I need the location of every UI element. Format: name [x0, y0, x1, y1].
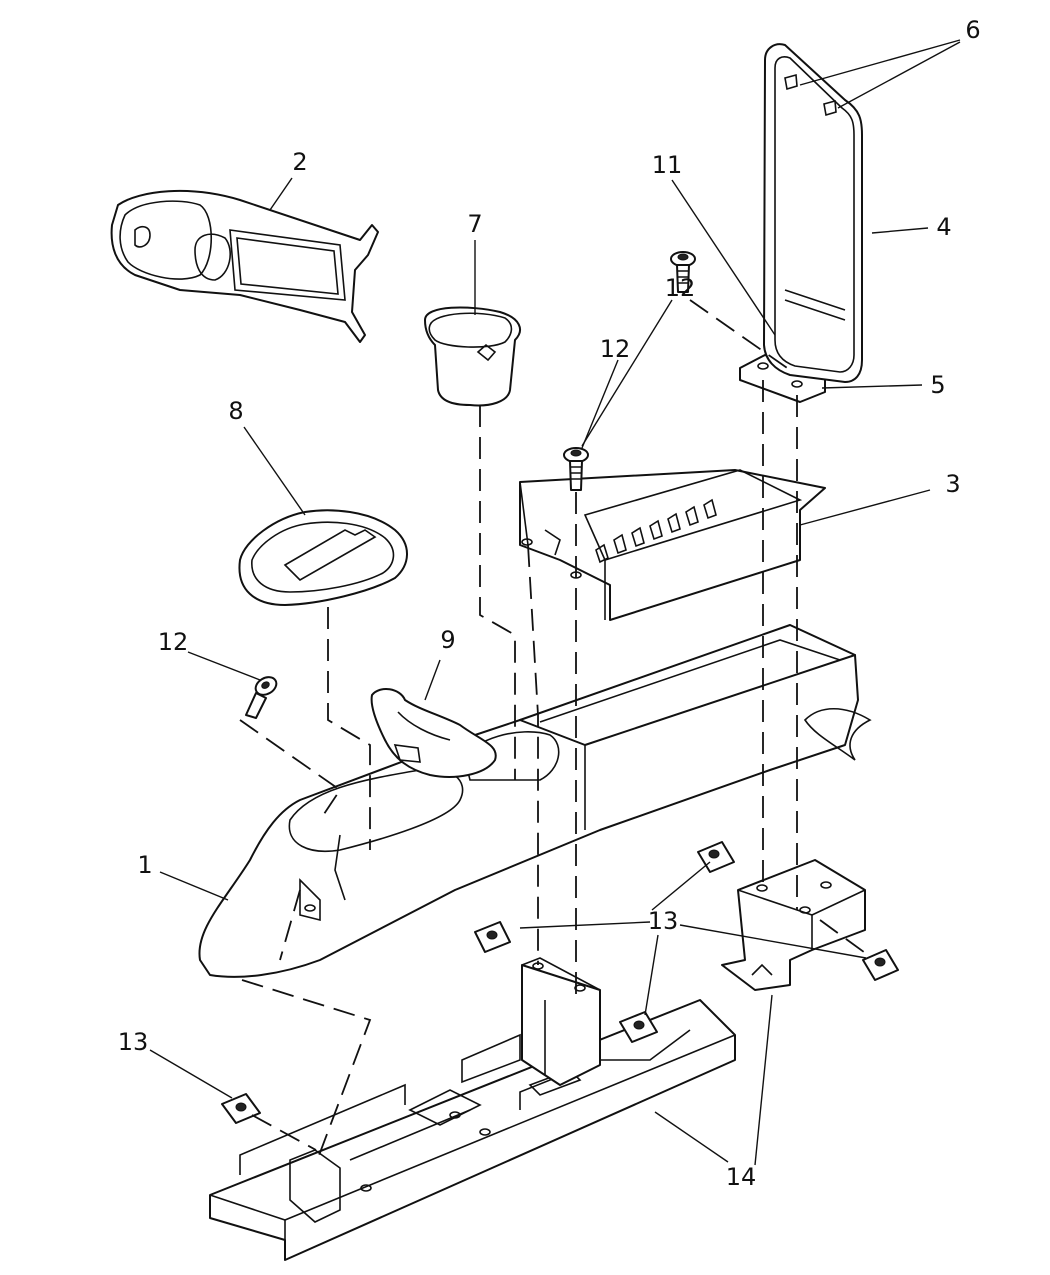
u-nut — [474, 921, 511, 953]
callout-3: 3 — [945, 470, 960, 498]
shifter-bezel — [238, 509, 408, 606]
callout-14: 14 — [726, 1163, 757, 1191]
callout-8: 8 — [228, 397, 243, 425]
callout-13-left: 13 — [118, 1028, 149, 1056]
callout-labels: 1 2 3 4 5 6 7 8 9 11 12 12 12 13 13 14 — [118, 16, 981, 1191]
u-nut — [221, 1093, 261, 1124]
armrest-lid — [763, 43, 863, 383]
cup-holder-bezel — [110, 189, 379, 343]
shifter-boot — [370, 688, 497, 778]
callout-7: 7 — [467, 210, 482, 238]
callout-2: 2 — [292, 148, 307, 176]
callout-12-middle: 12 — [600, 335, 631, 363]
callout-13-center: 13 — [648, 907, 679, 935]
callout-11: 11 — [652, 151, 683, 179]
screw — [563, 447, 589, 491]
callout-1: 1 — [137, 851, 152, 879]
u-nut — [862, 949, 899, 981]
console-bracket-rear — [721, 859, 866, 991]
console-body — [198, 624, 872, 978]
screw — [245, 676, 278, 719]
assembly-lines — [239, 299, 869, 1159]
console-bracket-upright — [521, 957, 601, 1086]
callout-4: 4 — [936, 213, 951, 241]
callout-6: 6 — [965, 16, 980, 44]
callout-9: 9 — [440, 626, 455, 654]
callout-12-top: 12 — [665, 274, 696, 302]
u-nut — [619, 1011, 658, 1043]
callout-5: 5 — [930, 371, 945, 399]
console-bracket-front — [209, 999, 736, 1261]
callout-12-left: 12 — [158, 628, 189, 656]
cup-holder-insert — [424, 306, 521, 407]
screw — [670, 251, 696, 293]
storage-bin — [519, 469, 826, 621]
leader-lines — [149, 39, 961, 1166]
lid-hinge — [739, 354, 826, 403]
